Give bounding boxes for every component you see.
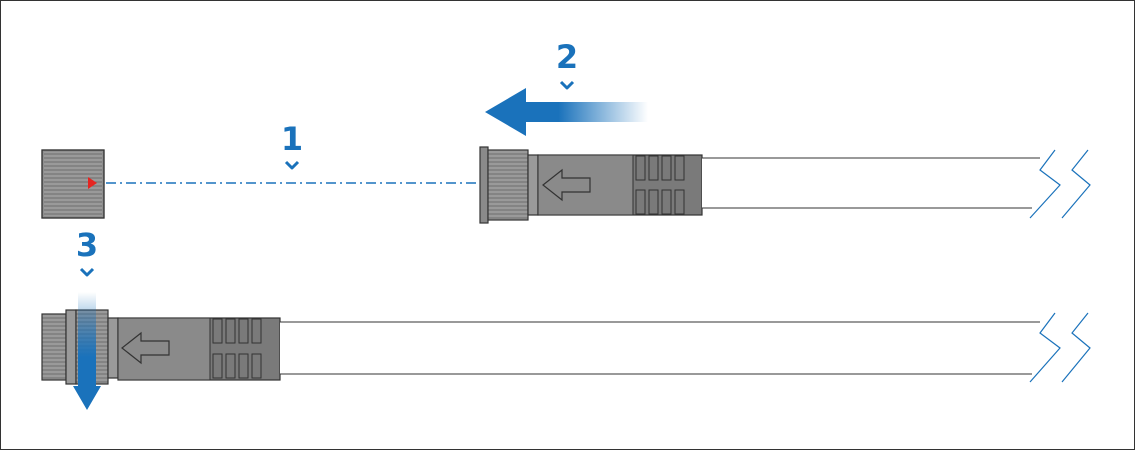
step-1-marker: 1	[281, 120, 303, 170]
chevron-down-icon	[284, 160, 300, 170]
chevron-down-icon	[559, 80, 575, 90]
alignment-marker-icon	[88, 177, 97, 189]
cable-top	[702, 149, 1091, 219]
cable-bottom	[280, 312, 1091, 383]
insert-direction-icon	[121, 331, 170, 365]
insert-direction-icon	[542, 168, 591, 202]
grip-ribs	[212, 318, 262, 379]
socket-cap	[41, 149, 105, 219]
grip-ribs	[635, 155, 685, 215]
step-2-label: 2	[556, 38, 578, 76]
step-2-marker: 2	[485, 38, 648, 136]
break-mark-icon	[1029, 312, 1091, 383]
plug-connector-top	[479, 146, 703, 224]
step-3-marker: 3	[76, 226, 98, 277]
chevron-down-icon	[79, 267, 95, 277]
plug-connector-mated	[41, 309, 281, 385]
step-3-label: 3	[76, 226, 98, 264]
step-1-label: 1	[281, 120, 303, 158]
push-left-arrow-icon	[485, 88, 648, 136]
break-mark-icon	[1029, 149, 1091, 219]
tighten-down-arrow-icon	[73, 292, 101, 410]
